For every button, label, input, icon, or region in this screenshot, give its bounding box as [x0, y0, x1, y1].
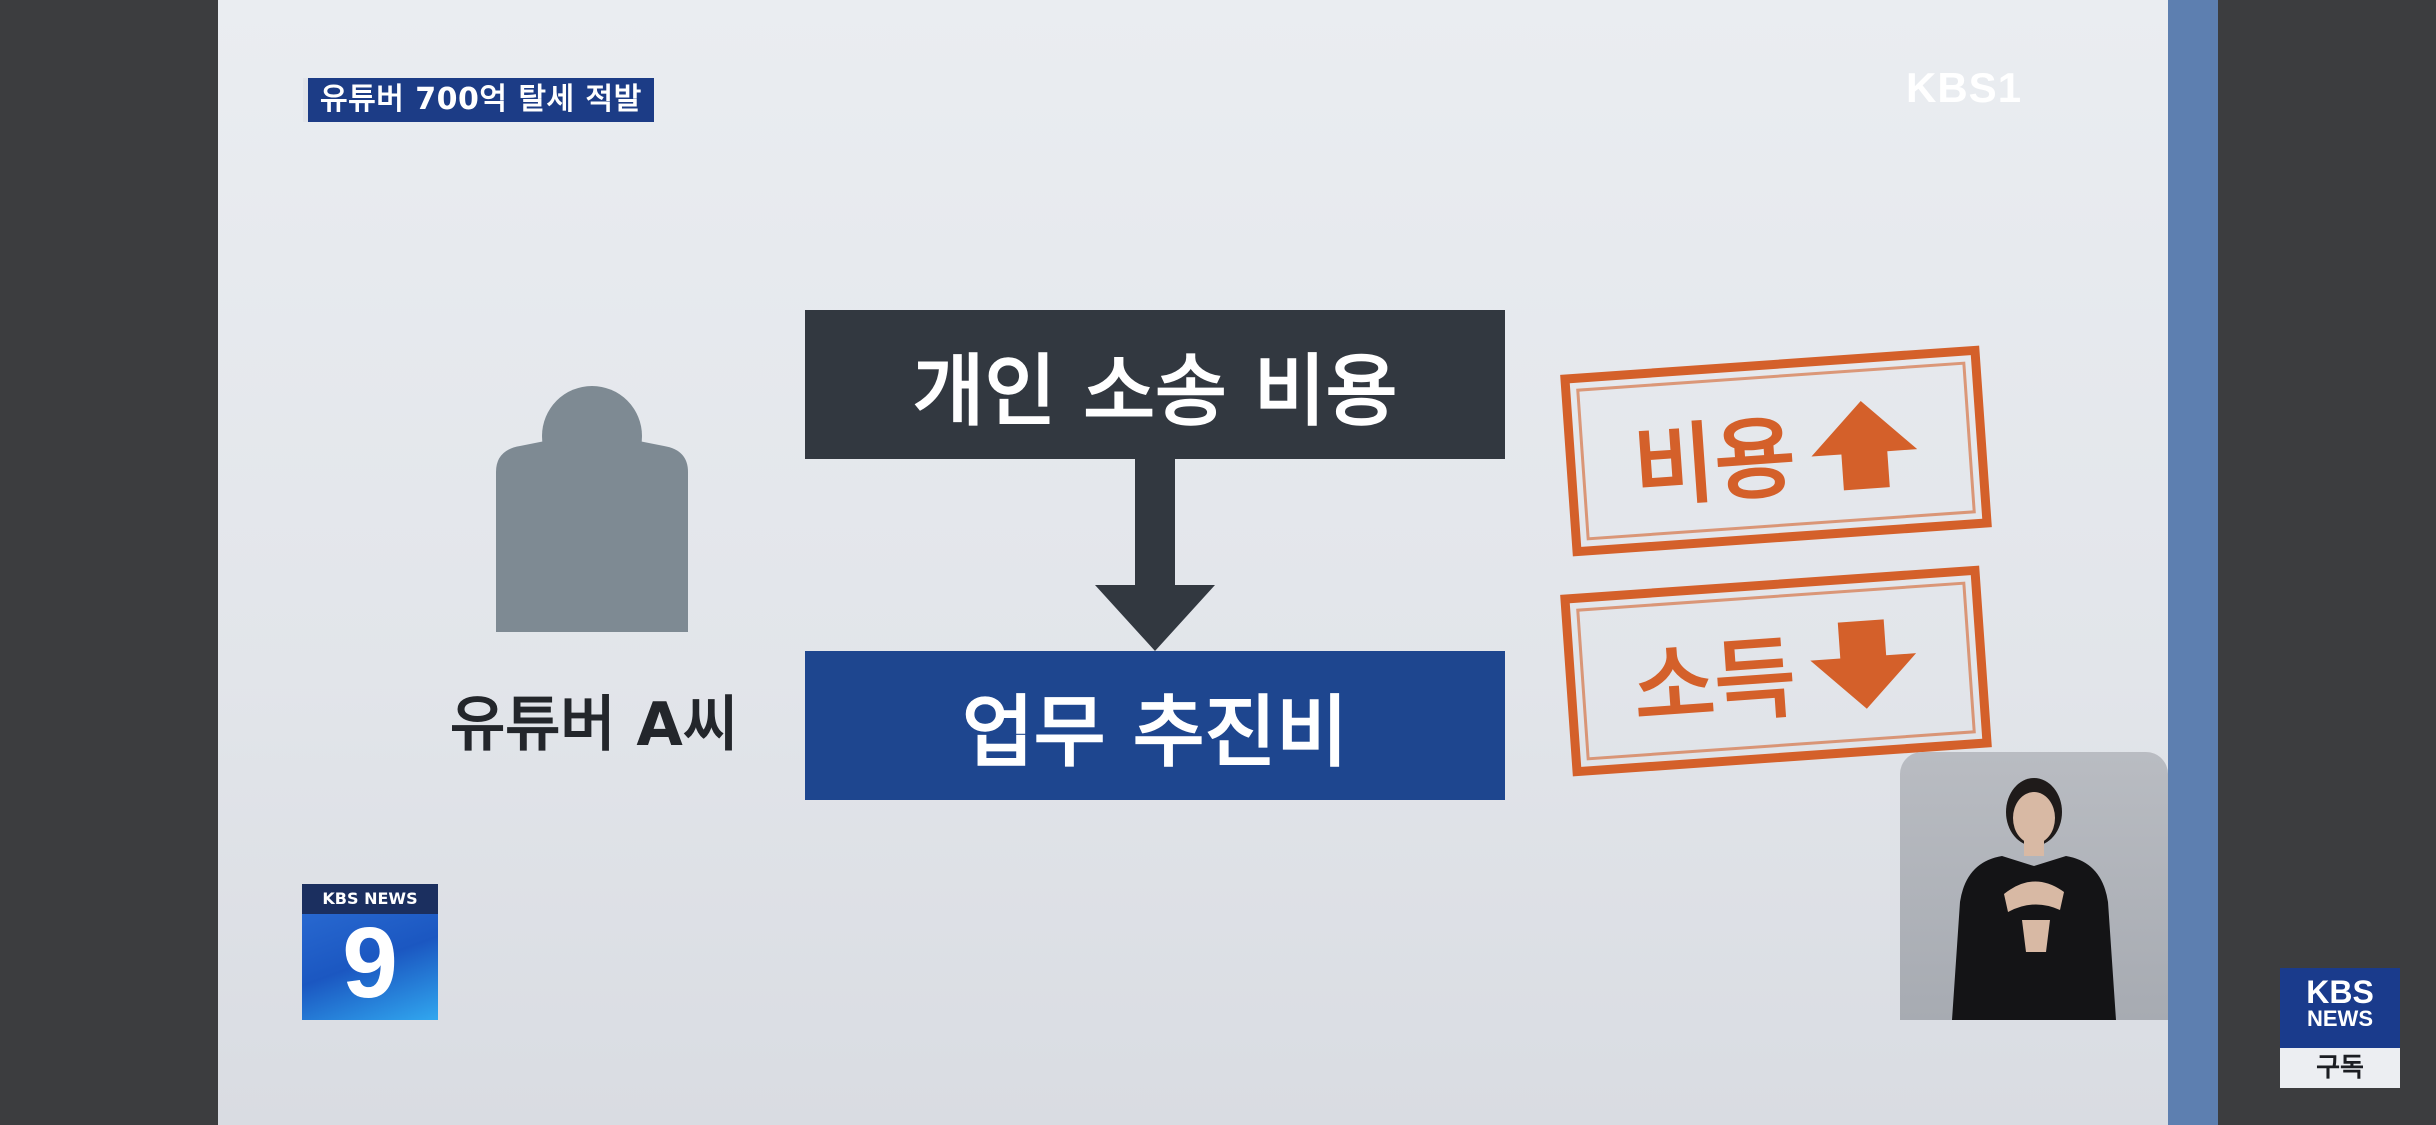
- personal-lawsuit-cost-box: 개인 소송 비용: [805, 310, 1505, 459]
- news9-label: KBS NEWS: [302, 884, 438, 914]
- kbs-logo-text: KBS: [1906, 64, 1998, 111]
- kbs-news-subscribe-button[interactable]: KBS NEWS 구독: [2280, 968, 2400, 1088]
- arrow-down-icon: [1095, 459, 1215, 651]
- person-label: 유튜버 A씨: [449, 690, 739, 760]
- business-expense-box: 업무 추진비: [805, 651, 1505, 800]
- stamp-inner-border: [1576, 361, 1976, 541]
- cost-stamp: 비용: [1560, 345, 1992, 557]
- left-pillarbox: [0, 0, 218, 1125]
- subscribe-label[interactable]: 구독: [2280, 1048, 2400, 1088]
- subscribe-logo-news: NEWS: [2307, 1006, 2373, 1031]
- person-icon: [496, 386, 688, 632]
- kbs-news9-badge: KBS NEWS 9: [302, 884, 438, 1020]
- income-stamp: 소득: [1560, 565, 1992, 777]
- headline-caption: 유튜버 700억 탈세 적발: [303, 78, 654, 122]
- sign-language-interpreter: [1900, 752, 2168, 1020]
- news9-number: 9: [342, 907, 398, 1019]
- accent-strip: [2168, 0, 2218, 1125]
- subscribe-logo-kbs: KBS: [2306, 974, 2374, 1010]
- interpreter-image: [1952, 778, 2116, 1020]
- kbs-logo: KBS1: [1906, 64, 2022, 112]
- right-pillarbox: [2218, 0, 2436, 1125]
- video-frame[interactable]: 유튜버 700억 탈세 적발 KBS1 유튜버 A씨 개인 소송 비용 업무 추…: [218, 0, 2168, 1125]
- arrow-down-icon: [1810, 619, 1917, 709]
- kbs-logo-channel: 1: [1997, 64, 2023, 111]
- stamp-inner-border: [1576, 581, 1976, 761]
- arrow-up-icon: [1811, 400, 1918, 491]
